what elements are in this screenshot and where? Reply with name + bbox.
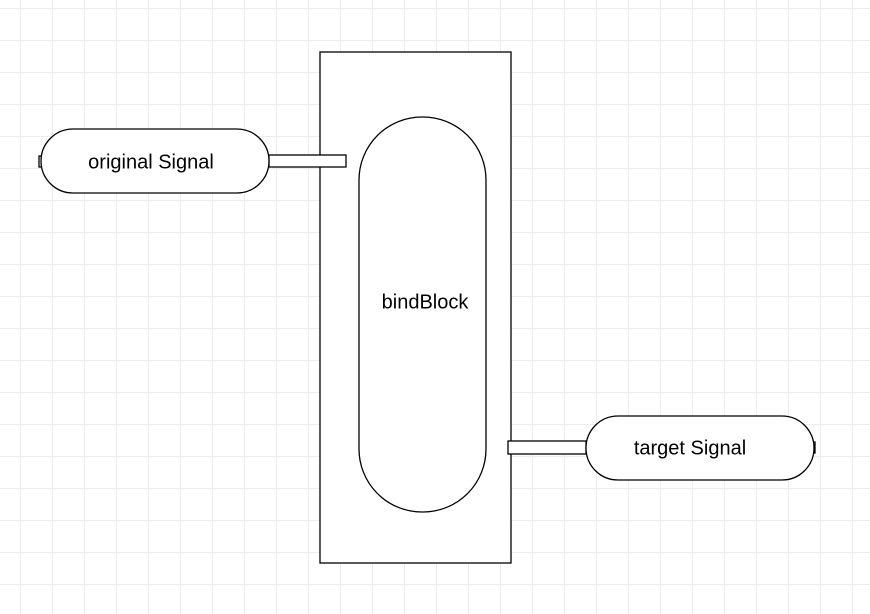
target-signal-label: target Signal bbox=[634, 437, 746, 459]
original-signal-label: original Signal bbox=[88, 151, 214, 173]
target-signal-node[interactable] bbox=[585, 415, 815, 481]
original-signal-node[interactable] bbox=[40, 128, 270, 194]
bind-block-node[interactable] bbox=[358, 116, 487, 513]
original-signal-connector[interactable] bbox=[268, 154, 347, 168]
target-signal-connector[interactable] bbox=[507, 440, 587, 455]
bind-block-label: bindBlock bbox=[382, 291, 470, 313]
